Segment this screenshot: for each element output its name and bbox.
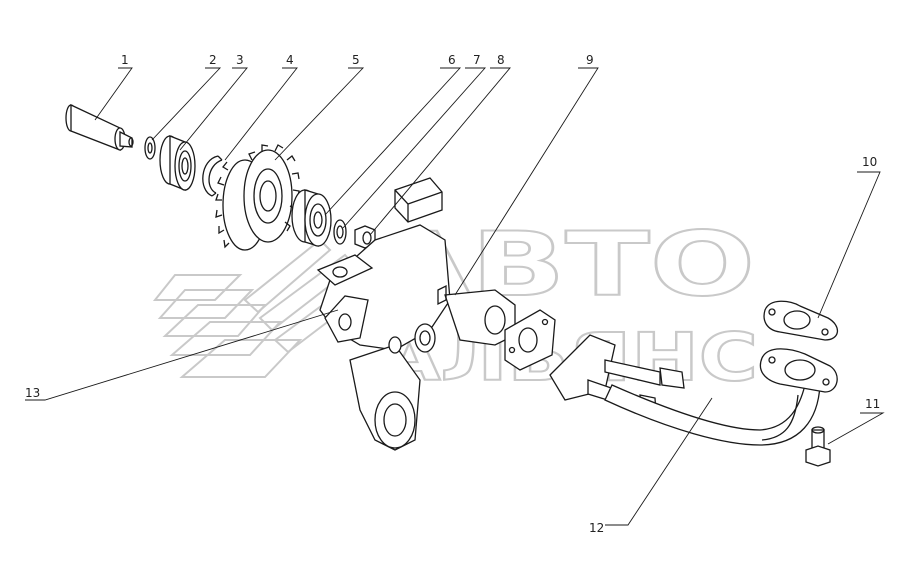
callout-6: 6 [448, 53, 456, 67]
callout-7: 7 [473, 53, 481, 67]
part-9-gasket [504, 309, 556, 371]
part-4-snap-ring [202, 155, 223, 197]
callout-11: 11 [865, 397, 880, 411]
part-1-shaft [65, 103, 134, 151]
part-11-bolt [805, 426, 831, 467]
part-5-gear [215, 144, 300, 251]
pipe-flange [759, 348, 838, 393]
part-10-gasket [763, 300, 839, 341]
callout-3: 3 [236, 53, 244, 67]
part-13-bracket [324, 295, 369, 343]
callout-8: 8 [497, 53, 505, 67]
part-2-washer [144, 136, 156, 160]
callout-9: 9 [586, 53, 594, 67]
leader-lines [25, 67, 885, 526]
callout-1: 1 [121, 53, 129, 67]
part-6-bearing [291, 189, 332, 247]
callout-12: 12 [589, 521, 604, 535]
callout-2: 2 [209, 53, 217, 67]
callout-10: 10 [862, 155, 877, 169]
part-12-pipe [549, 334, 821, 446]
callout-labels: 1 2 3 4 5 6 7 8 9 10 11 12 13 [25, 53, 880, 535]
part-3-bearing [159, 135, 196, 191]
callout-4: 4 [286, 53, 294, 67]
callout-5: 5 [352, 53, 360, 67]
part-7-washer [333, 219, 347, 245]
callout-13: 13 [25, 386, 40, 400]
